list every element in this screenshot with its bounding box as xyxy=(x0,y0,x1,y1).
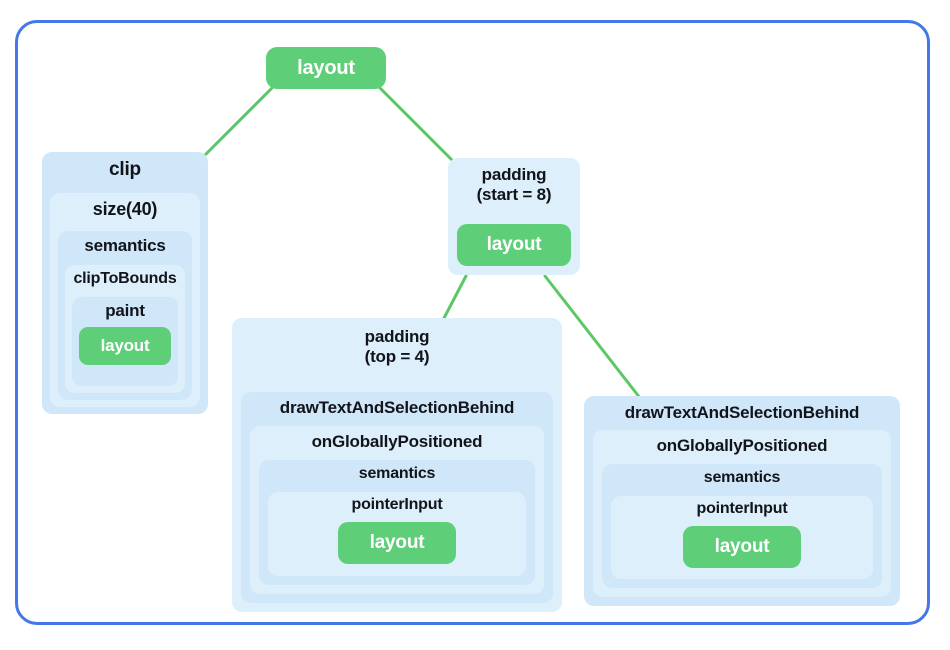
node-right-layout[interactable]: layout xyxy=(683,526,801,568)
node-size[interactable]: size(40) semantics clipToBounds paint la… xyxy=(50,193,200,407)
diagram-frame-border xyxy=(15,20,930,625)
node-on-globally-positioned-middle[interactable]: onGloballyPositioned semantics pointerIn… xyxy=(250,426,544,594)
node-size-label: size(40) xyxy=(92,199,158,219)
node-padding-start-layout[interactable]: layout xyxy=(457,224,571,266)
node-draw-text-and-selection-behind-right[interactable]: drawTextAndSelectionBehind onGloballyPos… xyxy=(584,396,900,606)
node-semantics-right[interactable]: semantics pointerInput layout xyxy=(602,464,882,588)
node-padding-start[interactable]: padding (start = 8) layout xyxy=(448,158,580,275)
node-padding-top-label: padding (top = 4) xyxy=(364,327,430,366)
node-semantics-right-label: semantics xyxy=(703,469,781,486)
node-clip-layout[interactable]: layout xyxy=(79,327,171,365)
node-draw-text-and-selection-behind-right-label: drawTextAndSelectionBehind xyxy=(624,403,860,422)
node-padding-start-label: padding (start = 8) xyxy=(476,165,552,204)
node-on-globally-positioned-right[interactable]: onGloballyPositioned semantics pointerIn… xyxy=(593,430,891,597)
node-pointer-input-middle-label: pointerInput xyxy=(351,496,443,513)
node-semantics-left-label: semantics xyxy=(84,236,166,255)
node-pointer-input-right-label: pointerInput xyxy=(696,500,788,517)
node-on-globally-positioned-right-label: onGloballyPositioned xyxy=(656,436,828,455)
node-paint[interactable]: paint layout xyxy=(72,297,178,386)
node-clip-to-bounds-label: clipToBounds xyxy=(73,270,177,287)
node-paint-label: paint xyxy=(105,301,145,320)
node-middle-layout[interactable]: layout xyxy=(338,522,456,564)
node-semantics-left[interactable]: semantics clipToBounds paint layout xyxy=(58,231,192,400)
node-pointer-input-right[interactable]: pointerInput layout xyxy=(611,496,873,579)
node-semantics-middle-label: semantics xyxy=(358,465,436,482)
node-clip-to-bounds[interactable]: clipToBounds paint layout xyxy=(65,265,185,393)
node-padding-top[interactable]: padding (top = 4) drawTextAndSelectionBe… xyxy=(232,318,562,612)
node-draw-text-and-selection-behind-middle[interactable]: drawTextAndSelectionBehind onGloballyPos… xyxy=(241,392,553,603)
node-pointer-input-middle[interactable]: pointerInput layout xyxy=(268,492,526,576)
node-clip[interactable]: clip size(40) semantics clipToBounds pai… xyxy=(42,152,208,414)
node-semantics-middle[interactable]: semantics pointerInput layout xyxy=(259,460,535,585)
node-on-globally-positioned-middle-label: onGloballyPositioned xyxy=(311,432,483,451)
node-clip-label: clip xyxy=(109,159,141,180)
node-draw-text-and-selection-behind-middle-label: drawTextAndSelectionBehind xyxy=(279,398,515,417)
node-root-layout[interactable]: layout xyxy=(266,47,386,89)
